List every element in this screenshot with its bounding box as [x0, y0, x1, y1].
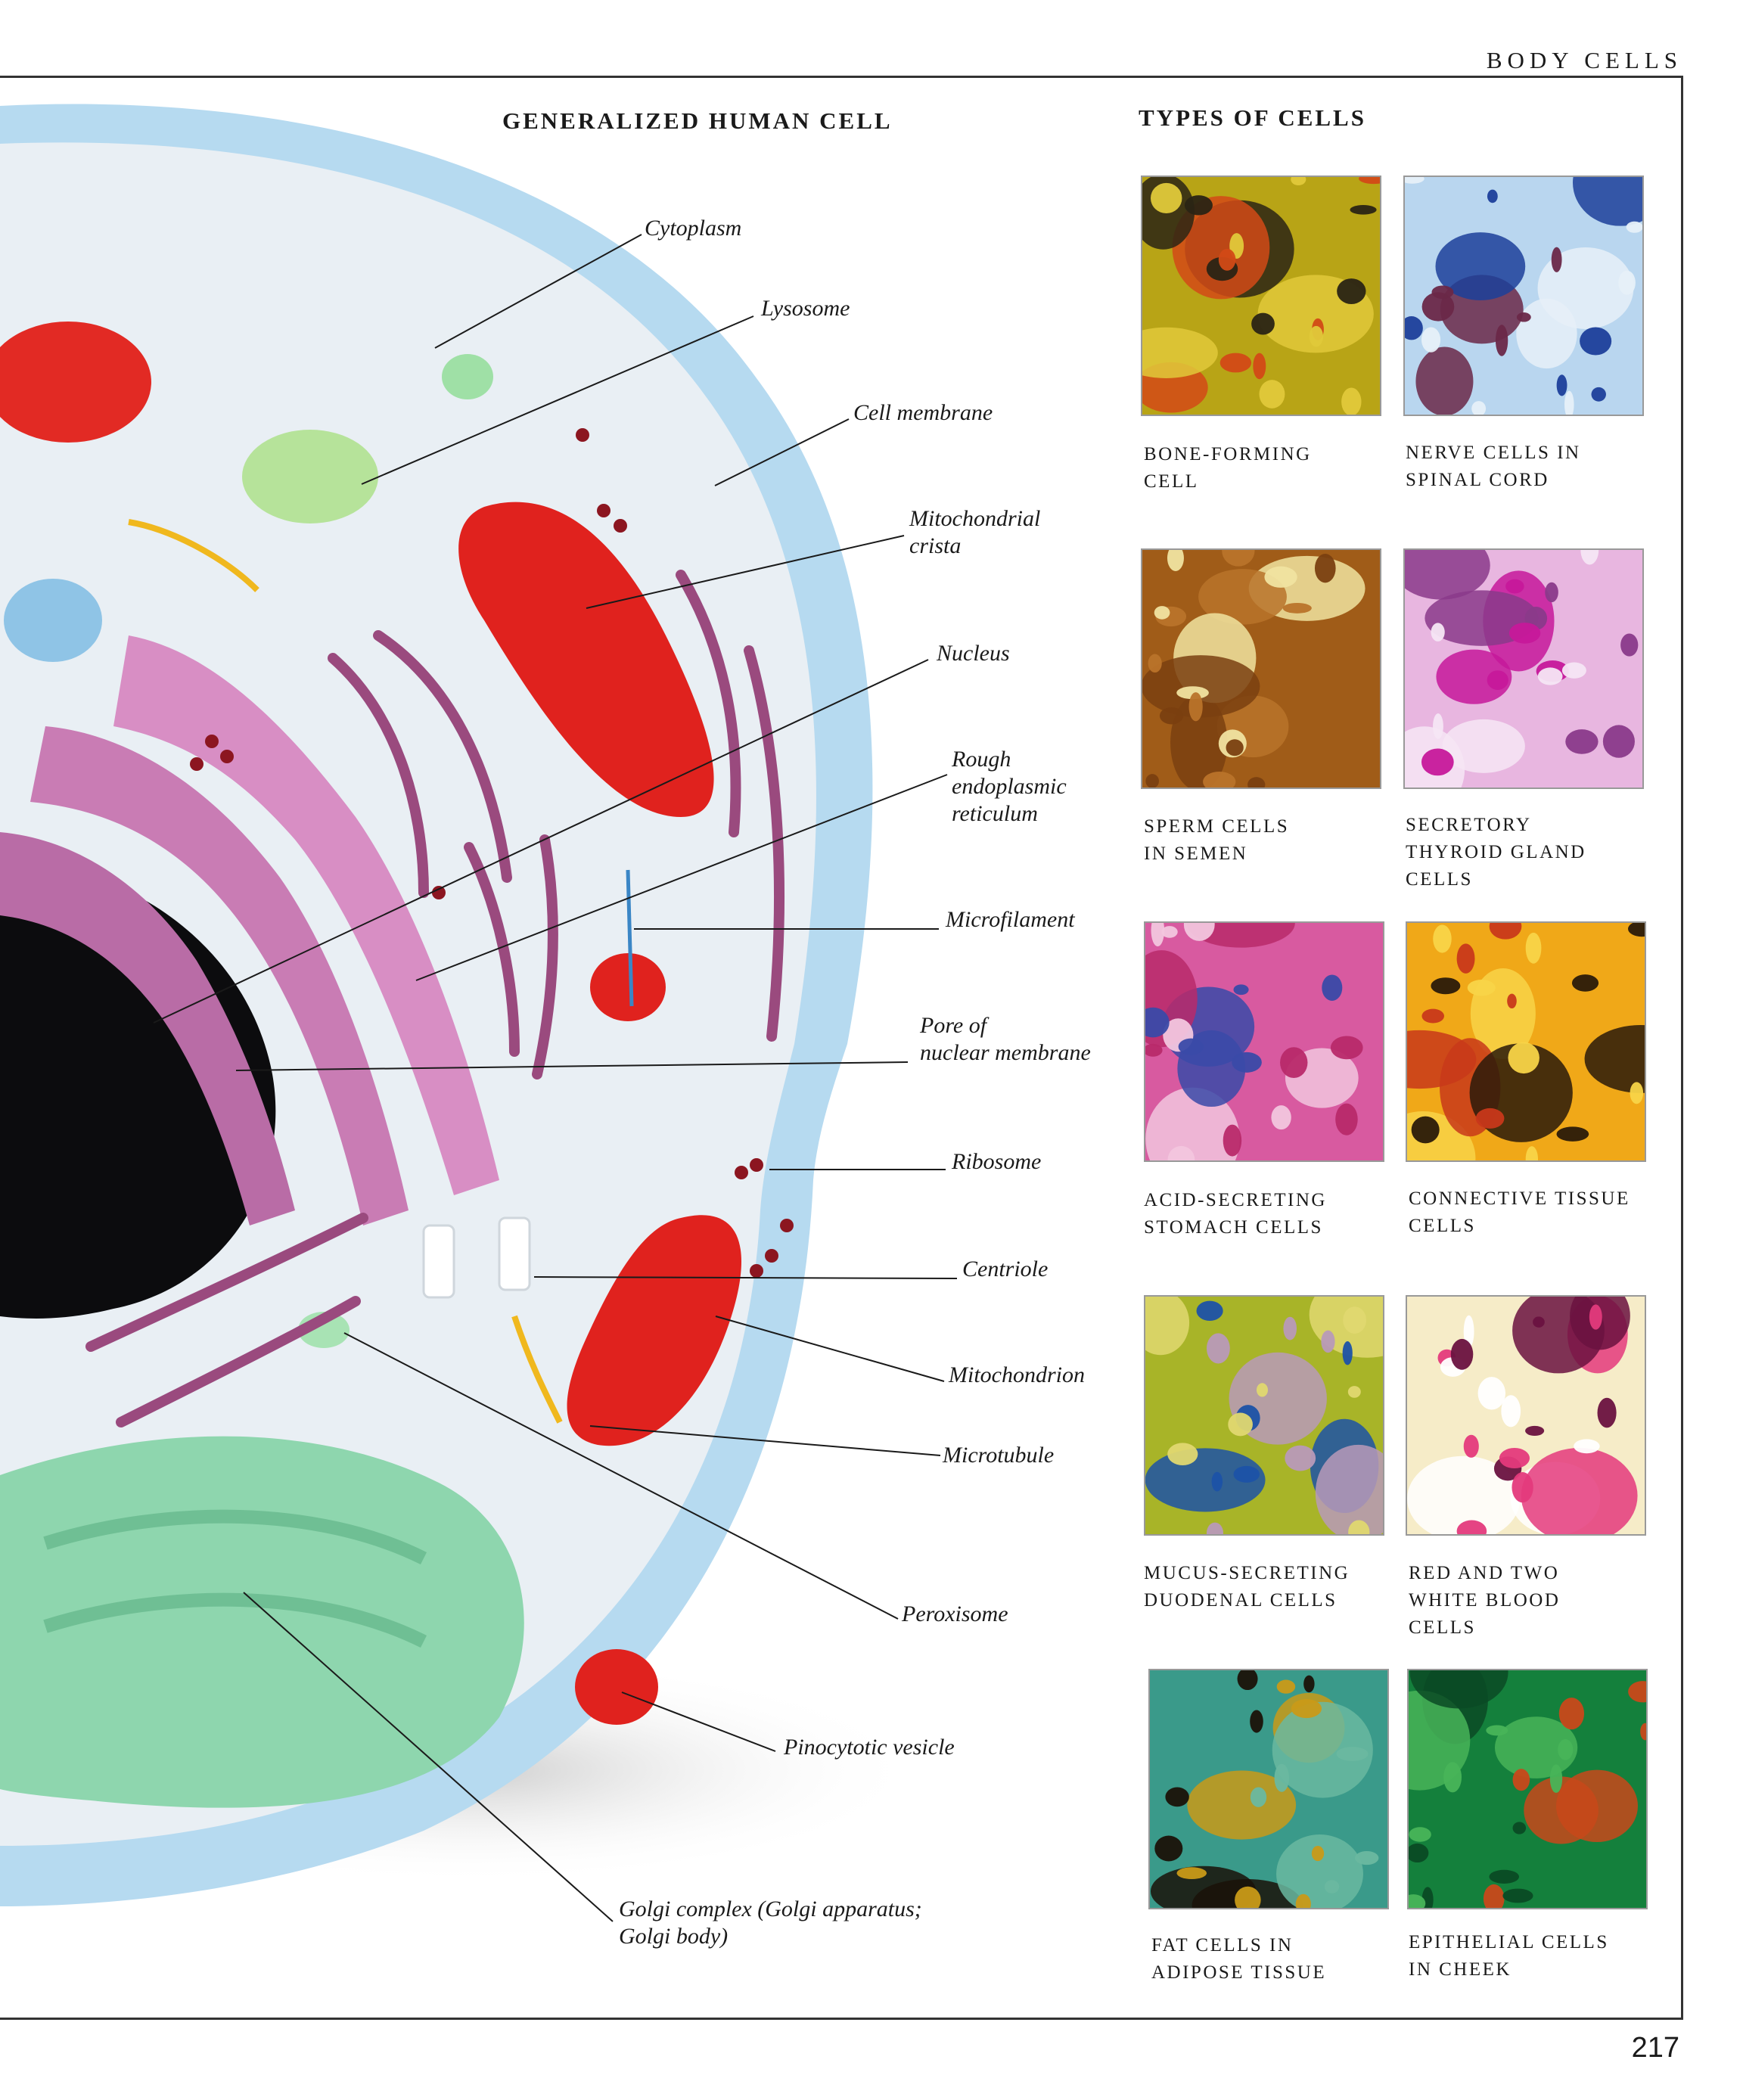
diagram-title: GENERALIZED HUMAN CELL	[502, 107, 893, 134]
nuclear-envelope-outer	[113, 635, 499, 1195]
mitochondrion-large	[458, 502, 714, 817]
tile-fat	[1148, 1669, 1389, 1909]
label-mito-crista-1: Mitochondrial	[909, 506, 1041, 531]
leader-peroxisome	[343, 1332, 899, 1620]
label-lysosome: Lysosome	[761, 296, 850, 321]
label-golgi-2: Golgi body)	[619, 1924, 729, 1949]
types-title: TYPES OF CELLS	[1139, 104, 1366, 131]
tile-epithelial	[1407, 1669, 1648, 1909]
label-rer-1: Rough	[952, 747, 1011, 772]
label-golgi-1: Golgi complex (Golgi apparatus;	[619, 1897, 922, 1921]
label-ribosome: Ribosome	[952, 1149, 1042, 1174]
blue-vesicle	[4, 579, 102, 662]
label-microfilament: Microfilament	[946, 907, 1075, 932]
bottom-rule	[0, 2018, 1683, 2020]
nuclear-envelope-mid	[30, 726, 409, 1226]
golgi-fold	[43, 1592, 427, 1648]
ribosome-dots	[190, 428, 794, 1278]
microtubule-shape	[511, 1315, 563, 1424]
lysosome-shape	[242, 430, 378, 523]
leader-cytoplasm	[434, 234, 642, 349]
nuclear-envelope-inner	[0, 832, 295, 1226]
mitochondrion-lower	[567, 1215, 741, 1446]
cytoplasm-vesicle	[442, 354, 493, 399]
leader-rough-er	[415, 774, 948, 981]
tile-nerve	[1403, 176, 1644, 416]
leader-mitochondrion	[715, 1316, 945, 1382]
leader-lines	[153, 234, 958, 1922]
top-rule	[0, 76, 1683, 78]
nucleus-shape	[0, 862, 276, 1319]
mitochondrion-left	[0, 322, 151, 443]
yellow-filament	[128, 519, 259, 592]
tile-thyroid	[1403, 548, 1644, 789]
label-pore-1: Pore of	[920, 1013, 987, 1038]
label-centriole: Centriole	[962, 1257, 1049, 1281]
tile-connective	[1406, 921, 1646, 1162]
leader-golgi	[243, 1592, 614, 1922]
tile-sperm	[1141, 548, 1381, 789]
tile-duodenal	[1144, 1295, 1384, 1536]
tile-blood	[1406, 1295, 1646, 1536]
label-peroxisome: Peroxisome	[902, 1601, 1008, 1626]
leader-mito-crista	[586, 535, 905, 609]
microfilament-shape	[626, 869, 634, 1007]
label-cytoplasm: Cytoplasm	[645, 216, 742, 241]
label-pinocytotic: Pinocytotic vesicle	[784, 1735, 955, 1760]
leader-centriole	[533, 1276, 958, 1279]
tile-stomach	[1144, 921, 1384, 1162]
secretory-vesicle	[590, 953, 666, 1021]
label-mito-crista-2: crista	[909, 533, 962, 558]
rough-er-shape	[85, 570, 785, 1427]
section-header: BODY CELLS	[1486, 47, 1682, 73]
centriole-shape	[422, 1216, 531, 1299]
label-pore-2: nuclear membrane	[920, 1040, 1091, 1065]
leader-lysosome	[361, 315, 754, 485]
label-nucleus: Nucleus	[937, 641, 1010, 666]
label-cell-membrane: Cell membrane	[853, 400, 993, 425]
golgi-fold	[43, 1509, 427, 1565]
label-microtubule: Microtubule	[943, 1443, 1055, 1468]
label-rer-3: reticulum	[952, 801, 1038, 826]
cell-illustration	[0, 104, 923, 1906]
leader-pore	[235, 1061, 909, 1071]
leader-cell-membrane	[714, 418, 850, 486]
leader-pinocytotic	[621, 1691, 776, 1752]
tile-bone-forming	[1141, 176, 1381, 416]
label-rer-2: endoplasmic	[952, 774, 1067, 799]
leader-nucleus	[153, 659, 929, 1024]
right-rule	[1681, 76, 1683, 2020]
pinocytotic-vesicle-shape	[575, 1649, 658, 1725]
leader-microtubule	[589, 1425, 941, 1456]
label-mitochondrion: Mitochondrion	[949, 1362, 1085, 1387]
page-number: 217	[1631, 2032, 1679, 2064]
